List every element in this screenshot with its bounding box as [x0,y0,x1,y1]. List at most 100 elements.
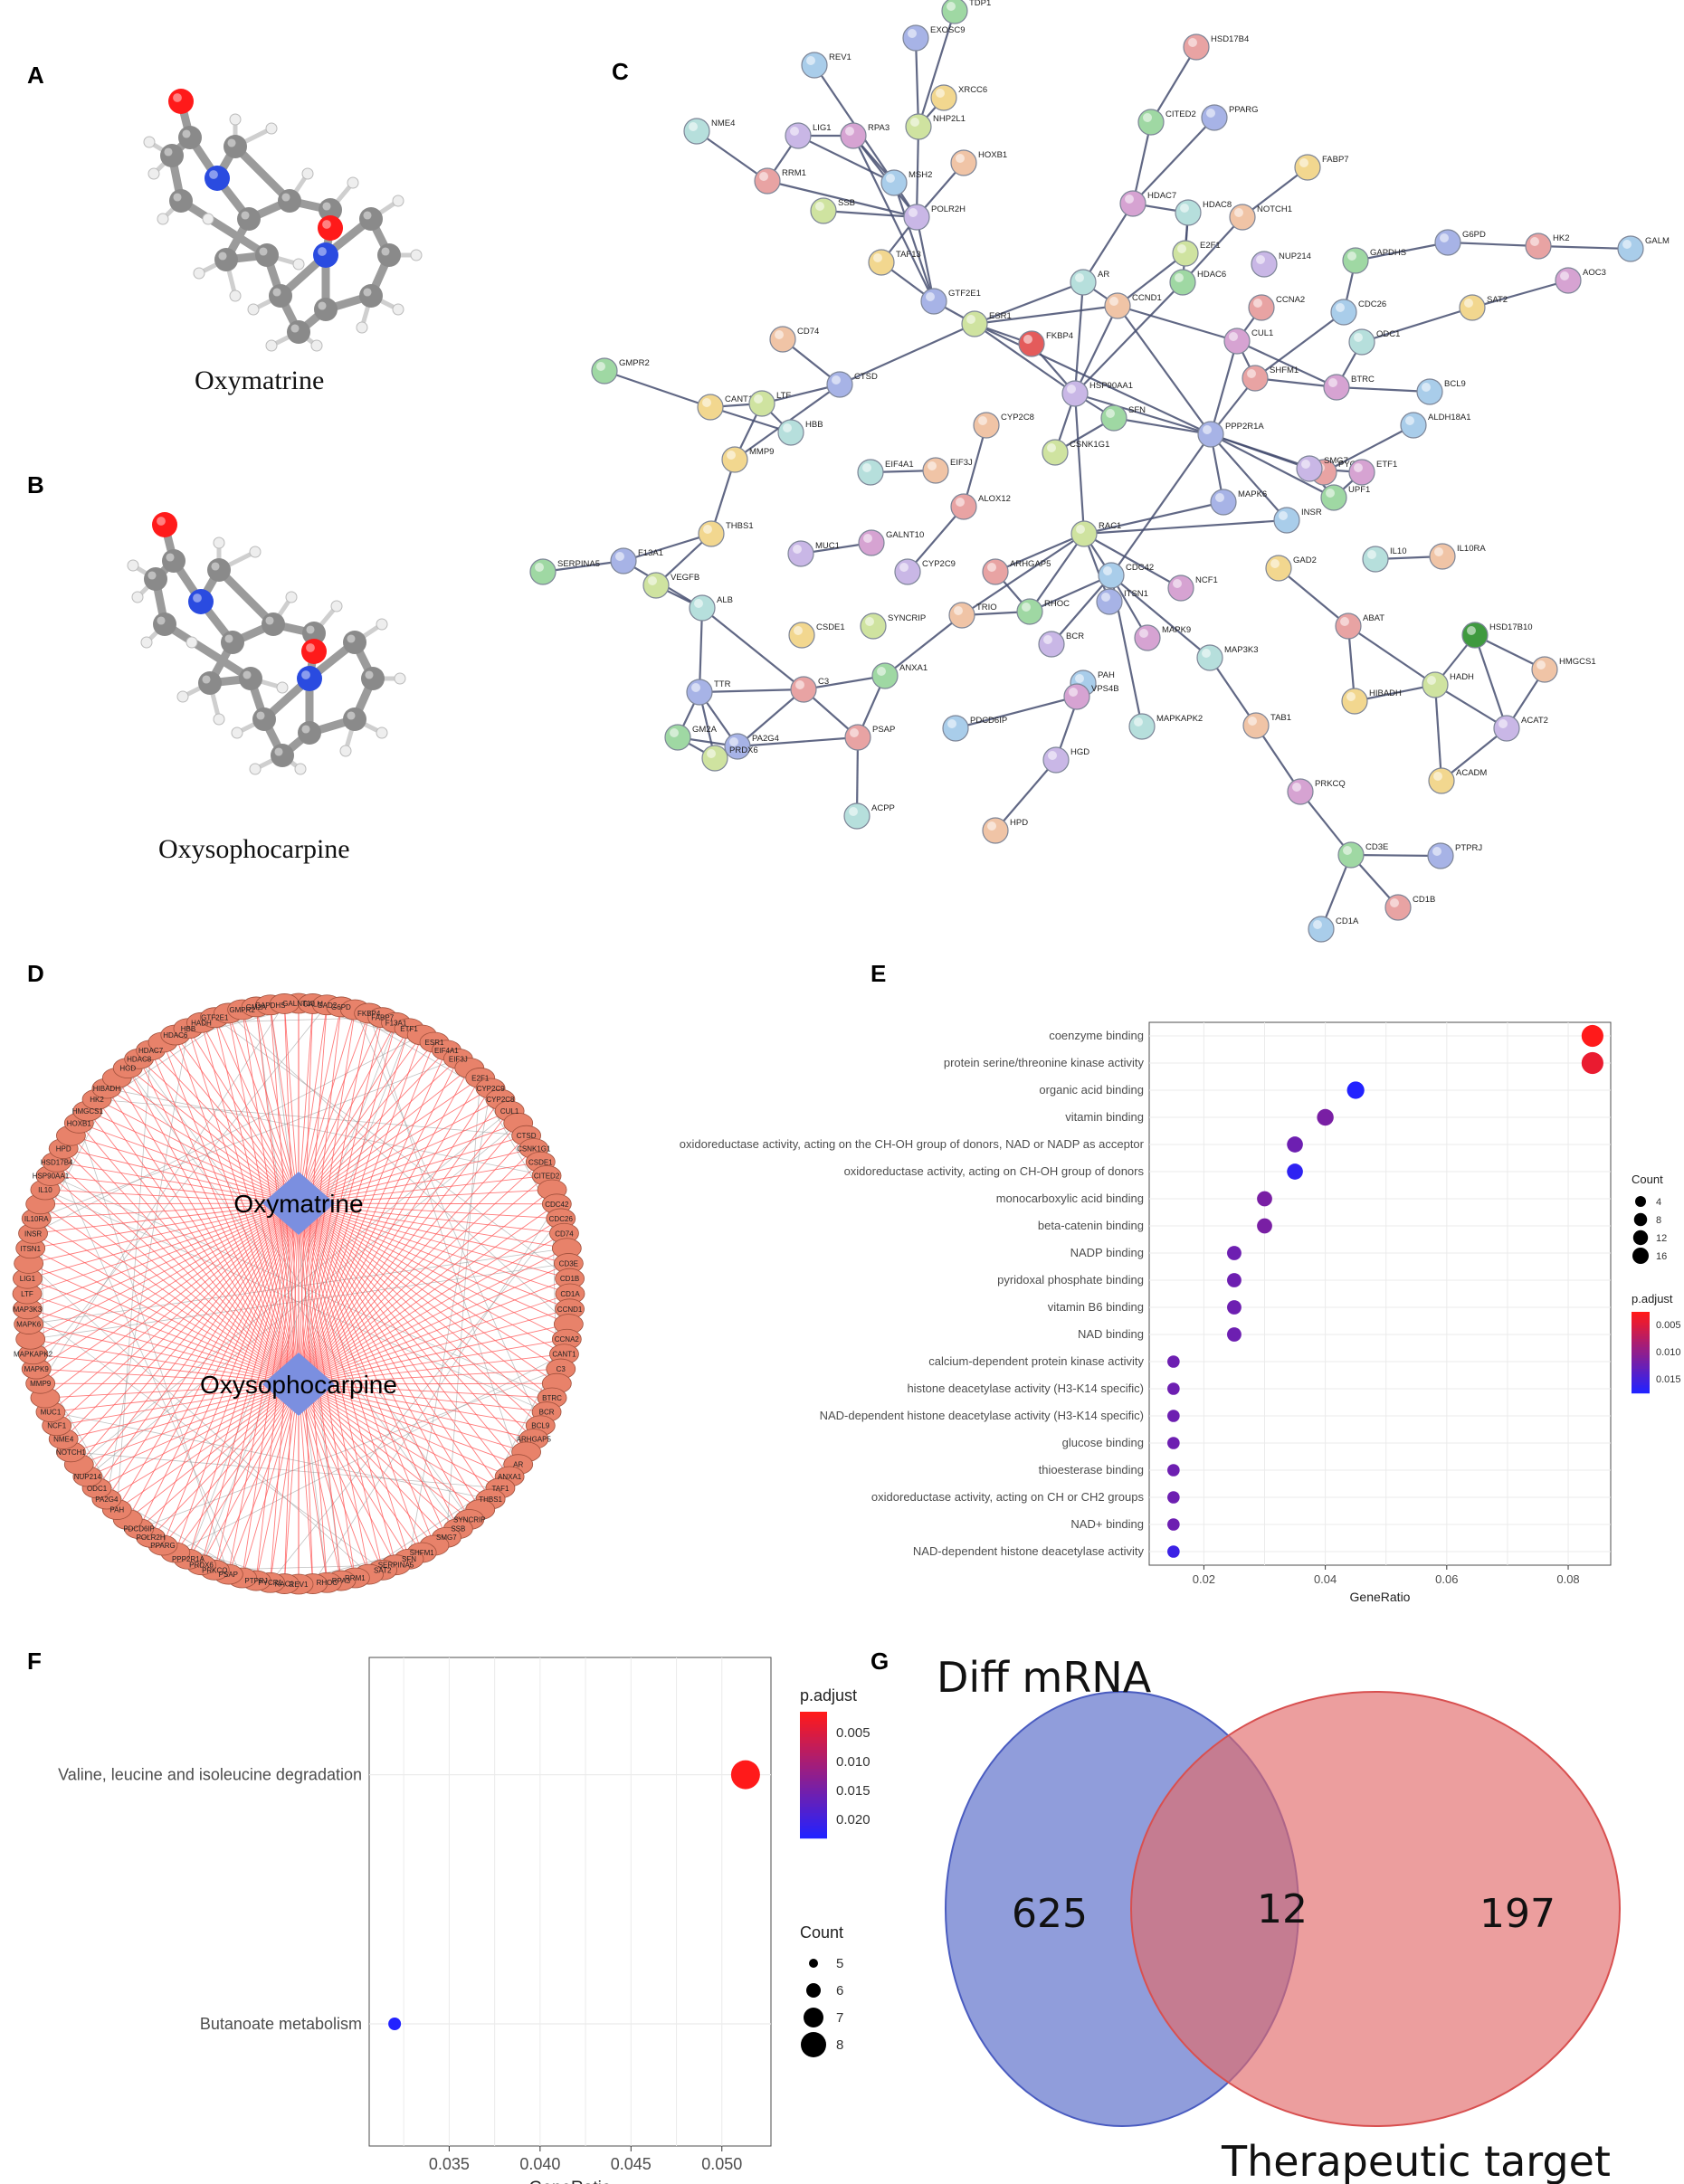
carbon-atom [287,320,310,344]
oxysophocarpine-edge [298,1324,569,1385]
oxymatrine-edge [298,1202,569,1264]
oxymatrine-edge [298,1202,570,1310]
atom-highlight [164,147,173,157]
target-node-label: CSDE1 [528,1158,553,1166]
oxymatrine-edge [214,1017,300,1204]
ppi-node-highlight [899,563,909,572]
ppi-node-label: POLR2H [931,204,966,214]
ppi-node [1197,421,1224,448]
ppi-node-label: GTF2E1 [948,289,981,299]
color-legend-bar [1632,1358,1650,1362]
oxysophocarpine-edge [106,1087,300,1385]
ppi-edge [1209,340,1239,435]
color-legend-bar [1632,1342,1650,1345]
ppi-node-label: SMG7 [1324,456,1348,466]
ppi-node-highlight [1143,113,1152,122]
target-node-label: AR [513,1461,523,1469]
ppi-node [1428,767,1455,794]
ppi-node-highlight [1434,547,1443,556]
oxymatrine-edge [298,1068,471,1204]
ppi-node-label: CANT1 [725,394,753,404]
color-legend-bar [800,1828,827,1833]
oxymatrine-edge [175,1034,300,1204]
ppi-edge [1113,416,1212,436]
ppi-node-label: ARHGAP5 [1010,559,1051,569]
atom-highlight [290,324,300,333]
ppi-node-label: HIBADH [1369,688,1402,698]
color-legend-bar [800,1756,827,1760]
ppi-node-highlight [1253,299,1262,308]
ppi-edge [955,695,1078,730]
atom-highlight [256,711,265,720]
ppi-node-label: GM2A [692,725,718,735]
kegg-enrichment-dotplot: Valine, leucine and isoleucine degradati… [58,1657,871,2184]
y-tick-label: calcium-dependent protein kinase activit… [928,1354,1144,1368]
oxymatrine-edge [298,1189,553,1204]
ppi-node [689,594,716,622]
ppi-node-highlight [1076,525,1085,534]
target-node-label: GALM [302,1000,323,1008]
ppi-node-label: IL10RA [1457,544,1486,554]
ppi-edge [1131,121,1153,204]
ppi-node [1063,683,1090,710]
oxysophocarpine-edge [27,1277,300,1385]
size-legend-label: 8 [1656,1215,1661,1226]
ppi-node-highlight [1328,378,1337,387]
ppi-node-highlight [1202,649,1211,658]
target-node-label: CDC42 [545,1201,569,1209]
ppi-edge [892,182,936,302]
ppi-node-label: CSNK1G1 [1070,440,1109,450]
oxygen-atom [301,639,327,664]
ppi-node-highlight [1023,335,1032,344]
ppi-edge [1117,304,1238,343]
oxysophocarpine-edge [298,1383,423,1553]
oxysophocarpine-edge [50,1383,300,1413]
ppi-node-label: CD3E [1365,842,1388,852]
ppi-node-highlight [1075,674,1084,683]
ppi-node-highlight [877,667,886,676]
data-point [1167,1355,1180,1368]
color-legend-bar [1632,1363,1650,1367]
ppi-edge [696,130,768,182]
oxymatrine-edge [298,1202,519,1465]
ppi-node-label: PDCD6IP [970,716,1007,726]
target-node-label: EIF4A1 [434,1047,459,1055]
ppi-node [1061,380,1089,407]
y-tick-label: protein serine/threonine kinase activity [944,1056,1145,1069]
atom-highlight [173,93,182,102]
oxymatrine-edge [298,1202,471,1520]
target-node-label: CD1A [560,1290,580,1298]
oxymatrine-edge [298,1202,370,1575]
atom-highlight [306,625,315,634]
atom-highlight [173,193,182,202]
atom-highlight [209,170,218,179]
oxysophocarpine-edge [298,1218,562,1385]
color-legend-bar [800,1727,827,1732]
color-legend-bar [800,1794,827,1798]
hydrogen-atom [301,167,314,180]
color-legend-label: 0.010 [836,1754,871,1770]
ppi-node-label: LIG1 [813,123,832,133]
oxymatrine-label: Oxymatrine [195,366,324,395]
ppi-node-label: SYNCRIP [888,613,926,623]
hydrogen-atom [229,290,242,302]
atom-highlight [322,220,331,229]
ppi-node-highlight [1043,635,1052,644]
ppi-node [1493,715,1520,742]
oxymatrine-edge [283,1003,300,1204]
hydrogen-atom [213,713,225,726]
target-node-label: ANXA1 [498,1473,522,1481]
ppi-node-highlight [1234,208,1243,217]
ppi-node [1100,404,1127,432]
oxymatrine-edge [116,1202,300,1510]
color-legend-bar [1632,1380,1650,1383]
ppi-node-label: SERPINA5 [557,559,600,569]
ppi-node [769,326,796,353]
color-legend-bar [800,1826,827,1829]
ppi-node-highlight [1229,332,1238,341]
ppi-node-label: GAPDHS [1370,248,1406,258]
ppi-node-label: PPARG [1229,105,1259,115]
oxymatrine-edge [298,1087,491,1204]
ppi-chord [106,1028,189,1500]
